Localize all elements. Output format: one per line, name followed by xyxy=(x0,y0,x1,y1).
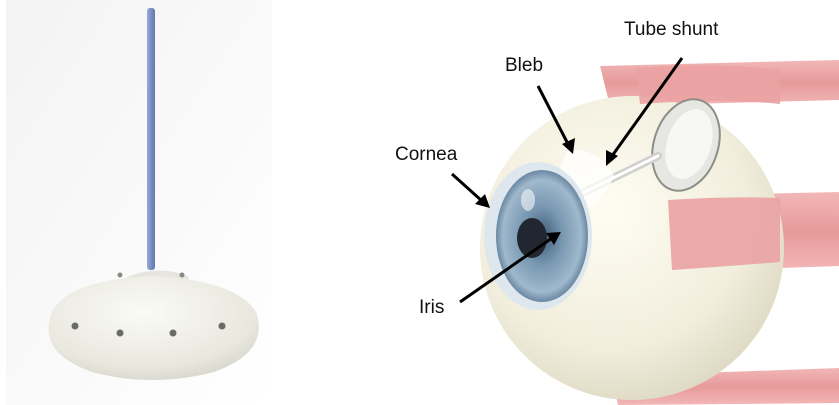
implant-tube xyxy=(147,8,155,270)
iris-label: Iris xyxy=(419,298,444,317)
implant-hole xyxy=(219,323,226,330)
tube-shunt-label: Tube shunt xyxy=(624,20,718,39)
eyeball-icon xyxy=(480,65,784,400)
implant-suture-hole xyxy=(118,273,123,278)
muscle-overlap-middle xyxy=(668,197,780,270)
bleb-label: Bleb xyxy=(505,56,543,75)
implant-hole xyxy=(117,330,124,337)
implant-hole xyxy=(72,323,79,330)
implant-suture-hole xyxy=(180,273,185,278)
implant-hole xyxy=(170,330,177,337)
eyeballs-panel xyxy=(452,58,839,405)
cornea-reflection xyxy=(521,189,535,211)
cornea-leader xyxy=(452,174,482,201)
implant-panel xyxy=(6,0,272,405)
muscle-overlap-top xyxy=(636,65,780,104)
cornea-label: Cornea xyxy=(395,145,457,164)
implant-plate xyxy=(48,276,258,380)
